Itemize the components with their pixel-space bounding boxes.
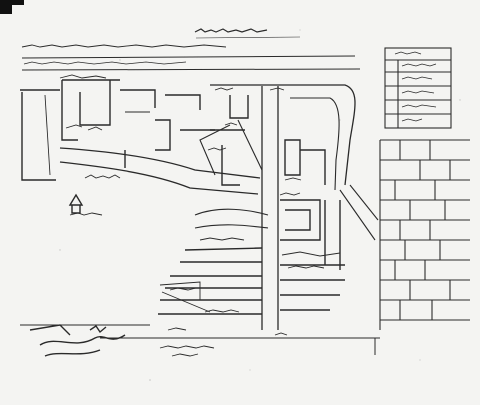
legend-table	[384, 47, 452, 129]
top-left-blocks	[59, 74, 120, 141]
label-scribbles	[69, 87, 325, 357]
header-text-lines	[21, 44, 361, 71]
scan-speckle	[59, 29, 461, 381]
title-scribble	[194, 28, 301, 39]
map-linework	[20, 28, 380, 357]
temple-icon	[68, 193, 84, 214]
lower-parking-strips	[158, 247, 345, 315]
corner-scan-mark	[0, 0, 24, 14]
right-house-grid	[379, 139, 470, 330]
signature-stamp	[29, 324, 126, 357]
left-building-wall	[21, 92, 56, 181]
main-roads	[59, 84, 379, 330]
center-buildings	[210, 95, 341, 270]
